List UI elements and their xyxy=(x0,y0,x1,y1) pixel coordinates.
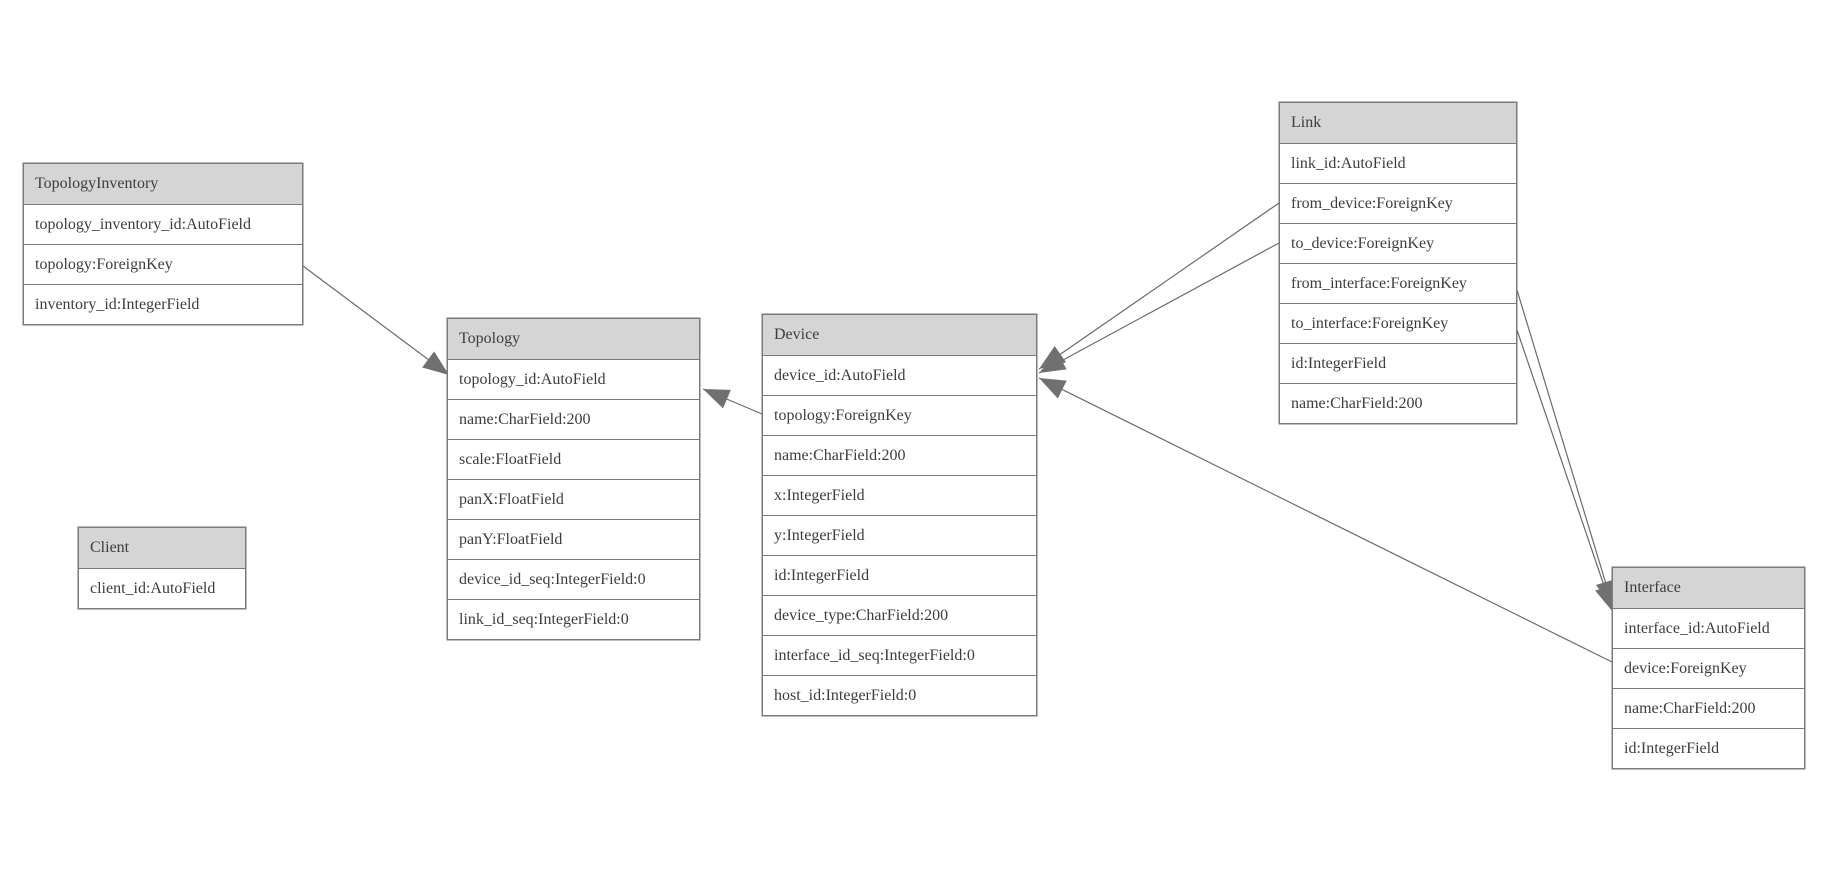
entity-field: panY:FloatField xyxy=(448,519,699,559)
entity-field: y:IntegerField xyxy=(763,515,1036,555)
entity-field: inventory_id:IntegerField xyxy=(24,284,302,324)
entity-title-interface: Interface xyxy=(1613,568,1804,608)
entity-field: name:CharField:200 xyxy=(1280,383,1516,423)
entity-field: panX:FloatField xyxy=(448,479,699,519)
entity-field: id:IntegerField xyxy=(1280,343,1516,383)
edge-link-from-device-fk xyxy=(1038,202,1280,370)
entity-field: link_id:AutoField xyxy=(1280,143,1516,183)
entity-field: from_interface:ForeignKey xyxy=(1280,263,1516,303)
entity-field: topology_inventory_id:AutoField xyxy=(24,204,302,244)
entity-field: scale:FloatField xyxy=(448,439,699,479)
entity-field: id:IntegerField xyxy=(1613,728,1804,768)
entity-field: name:CharField:200 xyxy=(1613,688,1804,728)
entity-field: interface_id_seq:IntegerField:0 xyxy=(763,635,1036,675)
entity-title-link: Link xyxy=(1280,103,1516,143)
edge-link-to-interface-fk xyxy=(1516,329,1615,613)
entity-title-topology-inventory: TopologyInventory xyxy=(24,164,302,204)
edge-device-topology-fk xyxy=(702,388,763,415)
entity-title-device: Device xyxy=(763,315,1036,355)
entity-field: from_device:ForeignKey xyxy=(1280,183,1516,223)
entity-field: link_id_seq:IntegerField:0 xyxy=(448,599,699,639)
entity-field: topology_id:AutoField xyxy=(448,359,699,399)
edge-link-from-interface-fk xyxy=(1516,289,1616,608)
entity-field: x:IntegerField xyxy=(763,475,1036,515)
entity-field: topology:ForeignKey xyxy=(763,395,1036,435)
entity-title-topology: Topology xyxy=(448,319,699,359)
entity-field: host_id:IntegerField:0 xyxy=(763,675,1036,715)
entity-field: name:CharField:200 xyxy=(763,435,1036,475)
entity-field: to_device:ForeignKey xyxy=(1280,223,1516,263)
entity-field: interface_id:AutoField xyxy=(1613,608,1804,648)
entity-field: device_id:AutoField xyxy=(763,355,1036,395)
entity-field: client_id:AutoField xyxy=(79,568,245,608)
entity-field: topology:ForeignKey xyxy=(24,244,302,284)
entity-field: device_type:CharField:200 xyxy=(763,595,1036,635)
entity-field: device:ForeignKey xyxy=(1613,648,1804,688)
edge-topologyinventory-topology-fk xyxy=(302,265,450,376)
entity-field: to_interface:ForeignKey xyxy=(1280,303,1516,343)
entity-title-client: Client xyxy=(79,528,245,568)
entity-field: name:CharField:200 xyxy=(448,399,699,439)
edge-link-to-device-fk xyxy=(1038,242,1280,374)
entity-field: device_id_seq:IntegerField:0 xyxy=(448,559,699,599)
entity-field: id:IntegerField xyxy=(763,555,1036,595)
